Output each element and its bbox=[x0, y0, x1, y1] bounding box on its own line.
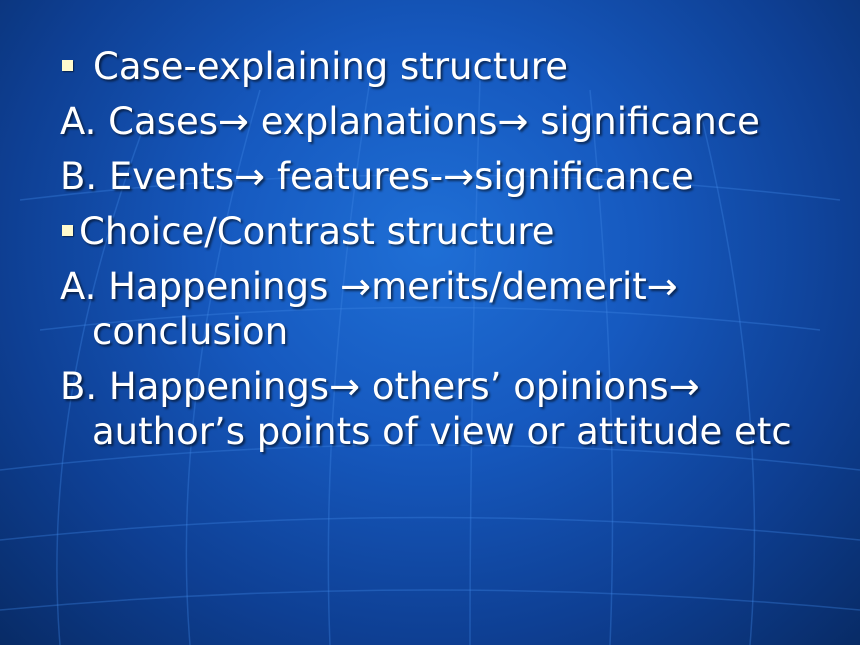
square-bullet-icon bbox=[62, 225, 73, 236]
square-bullet-icon bbox=[62, 60, 73, 71]
sub-item-text: B. Happenings→ others’ opinions→ author’… bbox=[60, 365, 792, 453]
sub-item-text: A. Cases→ explanations→ significance bbox=[60, 100, 760, 143]
bullet-text: Case-explaining structure bbox=[93, 45, 568, 88]
sub-item-text: A. Happenings →merits/demerit→ conclusio… bbox=[60, 265, 678, 353]
bullet-choice-contrast: Choice/Contrast structure bbox=[60, 209, 840, 254]
sub-item-happenings-opinions: B. Happenings→ others’ opinions→ author’… bbox=[60, 364, 840, 454]
sub-item-text: B. Events→ features-→significance bbox=[60, 155, 694, 198]
sub-item-events: B. Events→ features-→significance bbox=[60, 154, 840, 199]
sub-item-cases: A. Cases→ explanations→ significance bbox=[60, 99, 840, 144]
slide-content: Case-explaining structure A. Cases→ expl… bbox=[60, 44, 840, 464]
bullet-case-explaining: Case-explaining structure bbox=[60, 44, 840, 89]
sub-item-happenings-merits: A. Happenings →merits/demerit→ conclusio… bbox=[60, 264, 840, 354]
bullet-text: Choice/Contrast structure bbox=[79, 210, 555, 253]
